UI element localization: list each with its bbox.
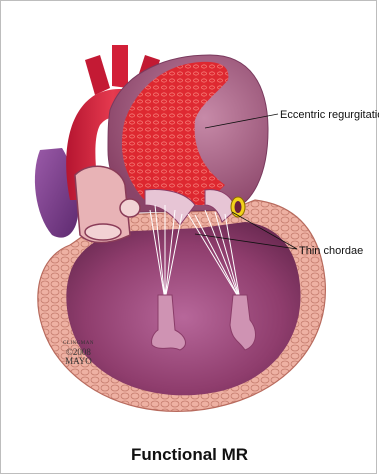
signature-org: MAYO xyxy=(63,357,94,366)
chordae-label: Thin chordae xyxy=(299,245,363,257)
left-ventricle xyxy=(66,222,300,395)
artist-signature: CLINGMAN ©2008 MAYO xyxy=(63,339,94,366)
annulus-ring xyxy=(231,197,245,217)
regurgitation-label: Eccentric regurgitation j xyxy=(280,109,379,121)
figure-caption: Functional MR xyxy=(0,445,379,465)
